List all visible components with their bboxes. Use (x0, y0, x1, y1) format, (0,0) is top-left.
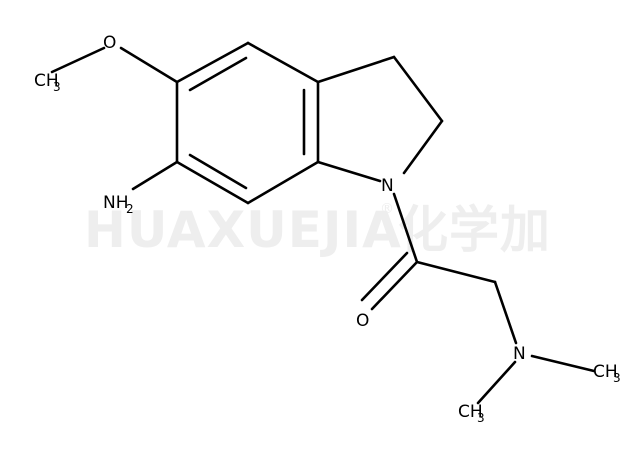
bond-carbonyl-o (370, 260, 419, 311)
bond-ch2-n (493, 280, 518, 345)
bond-c3a-c3 (316, 55, 396, 84)
atom-ch3-bottom-subscript: 3 (477, 411, 485, 425)
bond-c4-c5 (175, 41, 250, 84)
atom-ch3-methoxy: CH (34, 71, 59, 91)
bond-c6-c7 (175, 160, 250, 205)
atom-ch3-right-subscript: 3 (613, 371, 621, 385)
atom-ch3-bottom: CH (458, 402, 483, 422)
bond-c7a-n1 (316, 160, 382, 183)
bond-c3-c2 (392, 55, 444, 123)
atom-n-amine: N (513, 344, 526, 364)
bond-c2-n1 (402, 119, 444, 175)
atom-ch3-right: CH (593, 362, 618, 382)
watermark-chinese: 化学加 (398, 201, 551, 259)
bond-n-ch3-bottom (476, 360, 517, 405)
atom-o-carbonyl: O (356, 311, 369, 331)
bond-n-ch3-right (530, 354, 596, 373)
bond-c3a-c4 (246, 41, 320, 84)
atom-labels: O CH 3 NH 2 N O N CH 3 CH 3 (34, 33, 621, 425)
atom-ch3-methoxy-subscript: 3 (53, 80, 61, 94)
atom-nh2: NH (103, 193, 129, 213)
atom-nh2-subscript: 2 (126, 202, 134, 216)
bond-c6-c7-inner (188, 153, 248, 190)
watermark-brand: HUAXUEJIA (84, 201, 402, 259)
bond-c6-nh2 (131, 160, 179, 191)
bond-n1-carbonyl (392, 192, 419, 264)
atom-o-methoxy: O (103, 33, 116, 53)
watermark-registered-mark: ® (380, 201, 394, 217)
bond-carbonyl-ch2 (415, 260, 497, 284)
bonds (50, 41, 596, 405)
bond-c4-c5-inner (188, 56, 248, 92)
watermark: HUAXUEJIA ® 化学加 (84, 201, 551, 259)
bond-o-ch3 (50, 46, 106, 74)
atom-n-ring: N (381, 176, 394, 196)
bond-c5-o (119, 46, 179, 84)
bond-carbonyl-o-double (360, 251, 409, 302)
bond-c7-c7a (246, 160, 320, 205)
